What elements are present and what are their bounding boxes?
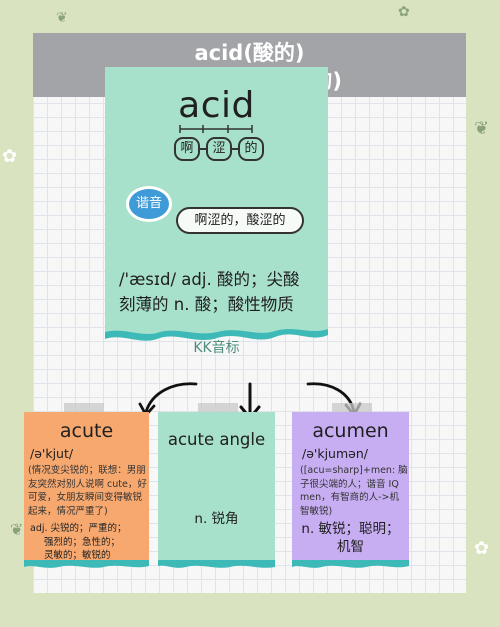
- dash-divider: [232, 148, 238, 150]
- card-acute: acute /ə'kjut/ (情况变尖锐的；联想：男朋 友突然对别人说啊 cu…: [24, 412, 149, 563]
- syllable-char: 涩: [206, 137, 232, 161]
- card-note: (情况变尖锐的；联想：男朋 友突然对别人说啊 cute，好 可爱，女朋友瞬间变得…: [28, 464, 148, 518]
- main-definition: /'æsɪd/ adj. 酸的；尖酸 刻薄的 n. 酸；酸性物质: [119, 267, 318, 317]
- torn-edge-icon: [292, 560, 409, 568]
- card-ipa: /ə'kjumən/: [302, 446, 368, 461]
- torn-edge-icon: [105, 323, 328, 341]
- homophone-badge: 谐音: [126, 186, 172, 222]
- card-acute-angle: acute angle n. 锐角: [158, 412, 275, 560]
- note-line: 可爱，女朋友瞬间变得敏锐: [28, 492, 143, 503]
- syllable-divider-icon: [179, 125, 253, 133]
- card-word: acumen: [312, 420, 389, 442]
- note-line: 友突然对别人说啊 cute，好: [28, 478, 147, 490]
- kk-note: KK音标: [193, 340, 240, 356]
- syllable-char: 的: [238, 137, 264, 161]
- definition-line: 刻薄的 n. 酸；酸性物质: [119, 295, 294, 314]
- card-definition: n. 敏锐；聪明； 机智: [292, 520, 409, 556]
- leaf-icon: ✿: [398, 4, 410, 20]
- leaf-icon: ❦: [10, 520, 24, 539]
- dash-divider: [200, 148, 206, 150]
- note-line: 智敏锐): [300, 505, 333, 517]
- card-ipa: /ə'kjut/: [30, 446, 74, 461]
- note-line: 起来，情况严重了): [28, 505, 108, 517]
- flower-icon: ✿: [474, 538, 490, 559]
- syllable-chars: 啊 涩 的: [174, 137, 264, 161]
- definition-line: /'æsɪd/ adj. 酸的；尖酸: [119, 270, 300, 289]
- torn-edge-icon: [24, 560, 149, 568]
- def-line: n. 敏锐；聪明；: [301, 521, 400, 537]
- syllable-char: 啊: [174, 137, 200, 161]
- leaf-icon: ❦: [56, 10, 68, 26]
- card-definition: adj. 尖锐的；严重的； 强烈的；急性的； 灵敏的；敏锐的: [30, 522, 148, 563]
- note-line: 子很尖端的人；谐音 IQ: [300, 478, 399, 490]
- def-line: 灵敏的；敏锐的: [44, 550, 111, 561]
- torn-edge-icon: [158, 560, 275, 568]
- def-line: adj. 尖锐的；严重的；: [30, 523, 127, 534]
- main-word-card: acid 啊 涩 的 谐音 啊涩的，酸涩的 /'æsɪd/ adj. 酸的；尖酸…: [105, 67, 328, 356]
- card-acumen: acumen /ə'kjumən/ ([acu=sharp]+men: 脑 子很…: [292, 412, 409, 560]
- main-word: acid: [178, 85, 255, 126]
- card-note: ([acu=sharp]+men: 脑 子很尖端的人；谐音 IQ men，有智商…: [300, 464, 408, 518]
- note-line: men，有智商的人->机: [300, 492, 400, 503]
- def-line: 强烈的；急性的；: [44, 536, 121, 548]
- card-word: acute: [59, 420, 114, 442]
- def-line: 机智: [337, 539, 364, 555]
- card-definition: n. 锐角: [194, 511, 239, 527]
- note-line: (情况变尖锐的；联想：男朋: [28, 465, 146, 476]
- title-line1: acid(酸的): [194, 41, 305, 65]
- note-line: ([acu=sharp]+men: 脑: [300, 465, 408, 476]
- leaf-icon: ❦: [474, 118, 490, 139]
- mnemonic-pill: 啊涩的，酸涩的: [176, 207, 304, 234]
- flower-icon: ✿: [2, 146, 18, 167]
- card-word: acute angle: [167, 430, 266, 449]
